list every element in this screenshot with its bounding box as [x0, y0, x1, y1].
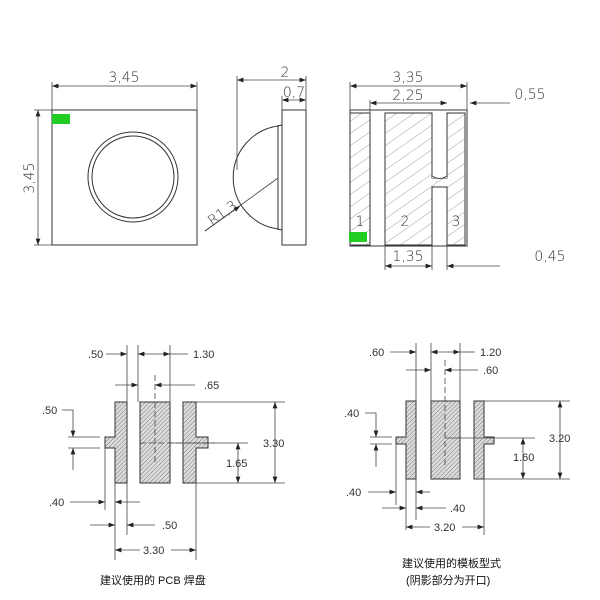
edge-label: 0,55: [514, 87, 545, 103]
dim-label: 1.30: [193, 349, 214, 361]
pcb-pad-caption: 建议使用的 PCB 焊盘: [100, 573, 206, 587]
height-label: 3,45: [22, 162, 38, 193]
front-view: 3,45 3,45: [22, 70, 198, 246]
pad-1: [349, 112, 371, 246]
stencil-caption: 建议使用的模板型式: [402, 556, 501, 570]
polarity-marker: [349, 232, 367, 242]
dim-label: .65: [204, 380, 219, 392]
stencil-left: [395, 400, 417, 480]
dim-label: 3.30: [143, 545, 164, 557]
pad-left: [104, 401, 128, 484]
pin-1-label: 1: [356, 214, 365, 230]
dim-label: .60: [369, 347, 384, 359]
stencil-right: [473, 400, 495, 480]
inner-width-label: 2,25: [392, 88, 423, 104]
lens-outer-ring: [87, 131, 179, 223]
bottom-view: 1 2 3 3,35 2,25 0,55 1,35 0,45: [349, 70, 566, 270]
package-outline: [51, 109, 198, 246]
dim-label: .50: [162, 520, 177, 532]
dim-label: 1.20: [480, 347, 501, 359]
pcb-pad-drawing: .50 1.30 .65 .50 3.30 1.65 .40 .50 3.30 …: [42, 345, 285, 587]
width-label: 3,45: [108, 70, 139, 86]
stencil-drawing: .60 1.20 .60 .40 3.20 1.60 .40 .40 3.20 …: [344, 343, 570, 587]
dim-label: .50: [88, 349, 103, 361]
dim-label: 3.20: [434, 522, 455, 534]
radius-label: R1,3: [205, 198, 240, 229]
lens-inner-ring: [91, 135, 175, 219]
stencil-caption-note: (阴影部分为开口): [406, 573, 490, 587]
dim-label: .40: [344, 408, 359, 420]
dim-label: 3.30: [263, 438, 284, 450]
dim-label: .50: [42, 405, 57, 417]
dim-label: 1.60: [513, 452, 534, 464]
gap-label: 0,45: [534, 249, 565, 265]
pin-3-label: 3: [452, 214, 461, 230]
dome-lens: [232, 124, 283, 231]
pin-2-label: 2: [401, 214, 410, 230]
dim-label: 3.20: [549, 433, 570, 445]
dim-label: .40: [450, 503, 465, 515]
dim-label: 1.65: [226, 458, 247, 470]
dim-label: .40: [346, 487, 361, 499]
pad-right: [182, 401, 209, 484]
dim-label: .40: [49, 497, 64, 509]
stencil-center: [430, 400, 461, 480]
dim-label: .60: [483, 365, 498, 377]
body-thickness-label: 0,7: [283, 85, 305, 101]
package-body: [281, 109, 307, 246]
side-view: 2 0,7 R1,3: [204, 65, 307, 246]
pad-width-label: 1,35: [392, 249, 423, 265]
polarity-marker: [52, 114, 70, 124]
width-label: 3,35: [392, 70, 423, 86]
depth-label: 2: [281, 65, 290, 81]
